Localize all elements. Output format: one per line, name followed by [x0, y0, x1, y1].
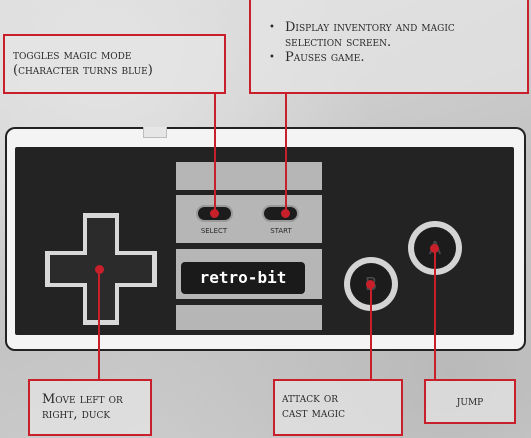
- dpad-callout-line-2: right, duck: [42, 407, 111, 422]
- start-connector: [285, 94, 287, 214]
- retro-bit-logo: retro-bit: [181, 262, 305, 294]
- start-callout-bullet-1: Display inventory and magic selection sc…: [265, 20, 475, 50]
- start-callout: Display inventory and magic selection sc…: [249, 0, 529, 94]
- dpad-callout-line-1: Move left or: [42, 392, 123, 407]
- center-stripe-4: [176, 305, 322, 330]
- logo-text: retro-bit: [199, 268, 287, 287]
- select-dot: [210, 209, 219, 218]
- controller-tab: [143, 127, 167, 138]
- select-callout-line-2: (character turns blue): [13, 63, 153, 78]
- start-callout-bullet-2: Pauses game.: [265, 50, 523, 65]
- center-stripe-1: [176, 162, 322, 190]
- select-connector: [214, 94, 216, 214]
- start-caption: START: [270, 227, 292, 235]
- a-dot: [430, 244, 439, 253]
- dpad-dot: [95, 265, 104, 274]
- select-callout: toggles magic mode (character turns blue…: [3, 34, 226, 94]
- a-connector: [434, 248, 436, 381]
- dpad-callout: Move left or right, duck: [28, 379, 152, 436]
- a-callout: jump: [424, 379, 516, 424]
- b-dot: [366, 280, 375, 289]
- b-callout-line-2: cast magic: [282, 406, 346, 421]
- start-dot: [281, 209, 290, 218]
- dpad-connector: [98, 269, 100, 381]
- b-callout: attack or cast magic: [273, 379, 403, 436]
- select-callout-line-1: toggles magic mode: [13, 48, 132, 63]
- a-callout-line-1: jump: [456, 394, 484, 409]
- b-connector: [370, 284, 372, 381]
- start-button[interactable]: [262, 205, 299, 222]
- select-caption: SELECT: [200, 227, 228, 235]
- b-callout-line-1: attack or: [282, 391, 339, 406]
